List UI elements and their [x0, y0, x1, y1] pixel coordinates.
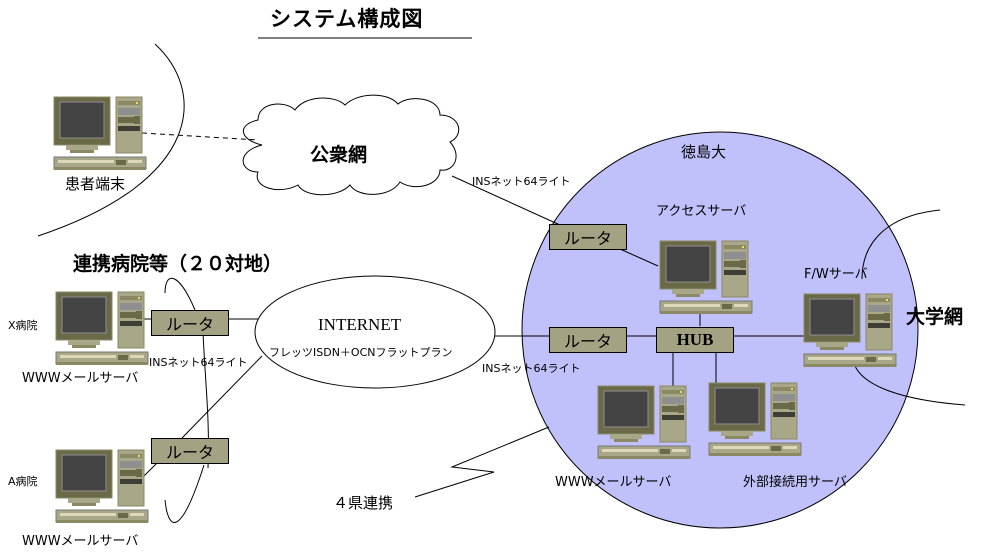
router-label: ルータ — [165, 315, 214, 334]
ins-link-label-internet: INSネット64ライト — [482, 362, 581, 375]
campus-network-curve-top — [861, 209, 941, 280]
tower-case — [659, 385, 687, 443]
ins-link-label-hospital: INSネット64ライト — [149, 356, 248, 369]
monitor-screen — [61, 454, 107, 492]
internet-sublabel: フレッツISDN＋OCNフラットプラン — [269, 346, 453, 359]
public-network-cloud — [242, 94, 460, 196]
patient-terminal-label: 患者端末 — [65, 175, 126, 193]
campus-network-label: 大学網 — [906, 306, 964, 328]
partner-group-curve-bottom — [164, 464, 205, 523]
link-public-to-router — [451, 175, 561, 226]
tower-case — [117, 291, 145, 349]
router-university-internet[interactable]: ルータ — [549, 327, 627, 353]
monitor-screen — [603, 390, 649, 428]
external-server-label: 外部接続用サーバ — [743, 475, 847, 490]
partner-hospitals-label: 連携病院等（２０対地） — [73, 253, 283, 275]
four-prefecture-link — [414, 426, 550, 498]
router-label: ルータ — [563, 229, 612, 248]
router-label: ルータ — [165, 443, 214, 462]
access-server-icon — [658, 239, 754, 317]
monitor-stand — [816, 342, 848, 347]
tower-case — [770, 382, 798, 440]
partner-group-curve-top — [164, 277, 196, 311]
campus-network-curve-bottom — [852, 359, 966, 406]
hub-box[interactable]: HUB — [656, 327, 734, 353]
monitor-stand — [721, 431, 753, 436]
hospital-a-label: A病院 — [8, 475, 38, 488]
access-server-label: アクセスサーバ — [656, 204, 747, 219]
www-mail-server-univ-label: WWWメールサーバ — [555, 475, 672, 490]
router-university-public[interactable]: ルータ — [549, 224, 627, 250]
www-mail-server-univ-icon — [596, 384, 692, 462]
link-a-router-to-internet — [181, 355, 263, 439]
hospital-x-server-label: WWWメールサーバ — [22, 371, 139, 386]
ins-link-label-public: INSネット64ライト — [472, 175, 571, 188]
hospital-a-server-icon — [54, 448, 150, 526]
fw-server-label: F/Wサーバ — [804, 267, 868, 282]
monitor-screen — [665, 245, 711, 283]
internet-ellipse — [254, 275, 496, 389]
monitor-stand — [672, 289, 704, 294]
router-hospital-x[interactable]: ルータ — [151, 310, 229, 336]
monitor-stand — [66, 145, 98, 150]
hospital-a-server-label: WWWメールサーバ — [22, 534, 139, 549]
monitor-stand — [68, 498, 100, 503]
monitor-stand — [610, 434, 642, 439]
monitor-stand — [68, 340, 100, 345]
tower-case — [117, 449, 145, 507]
monitor-screen — [714, 387, 760, 425]
public-network-label: 公衆網 — [310, 144, 368, 166]
external-server-icon — [707, 381, 803, 459]
patient-dialup-link — [141, 132, 259, 141]
monitor-screen — [61, 296, 107, 334]
hospital-x-label: X病院 — [8, 319, 38, 332]
four-prefecture-label: ４県連携 — [333, 494, 394, 512]
university-label: 徳島大 — [681, 143, 727, 161]
diagram-title: システム構成図 — [270, 7, 424, 31]
patient-terminal-icon — [52, 95, 148, 173]
tower-case — [115, 96, 143, 154]
tower-case — [721, 240, 749, 298]
tower-case — [865, 293, 893, 351]
patient-area-boundary — [37, 43, 185, 237]
link-router-to-access — [619, 248, 659, 267]
monitor-screen — [59, 101, 105, 139]
router-label: ルータ — [563, 332, 612, 351]
router-hospital-a[interactable]: ルータ — [151, 438, 229, 464]
internet-label: INTERNET — [318, 315, 402, 334]
fw-server-icon — [802, 292, 898, 370]
hospital-x-server-icon — [54, 290, 150, 368]
monitor-screen — [809, 298, 855, 336]
hub-label: HUB — [676, 330, 714, 349]
